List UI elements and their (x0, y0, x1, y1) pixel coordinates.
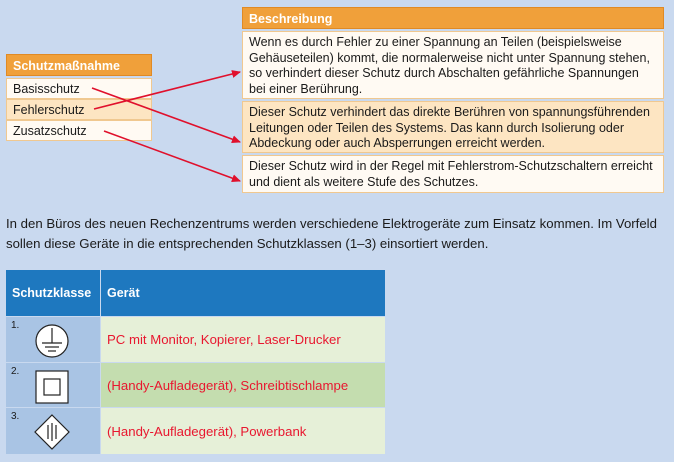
schutzmassnahme-header: Schutzmaßnahme (6, 54, 152, 76)
class-2-devices: (Handy-Aufladegerät), Schreibtischlampe (101, 363, 385, 407)
row-zusatzschutz: Zusatzschutz (6, 120, 152, 141)
class-1-devices: PC mit Monitor, Kopierer, Laser-Drucker (101, 317, 385, 362)
class-3-devices: (Handy-Aufladegerät), Powerbank (101, 408, 385, 454)
class-1-cell: 1. (6, 317, 100, 362)
task-paragraph: In den Büros des neuen Rechenzentrums we… (6, 216, 657, 251)
row-fehlerschutz: Fehlerschutz (6, 99, 152, 120)
protective-earth-icon (34, 323, 70, 359)
row-basisschutz: Basisschutz (6, 78, 152, 99)
description-basic-protection: Dieser Schutz verhindert das direkte Ber… (242, 101, 664, 153)
safety-extra-low-voltage-icon (34, 414, 70, 450)
description-fault-protection: Wenn es durch Fehler zu einer Spannung a… (242, 31, 664, 99)
class-2-cell: 2. (6, 363, 100, 407)
class-number: 1. (11, 320, 20, 331)
double-insulation-icon (34, 369, 70, 405)
description-additional-protection: Dieser Schutz wird in der Regel mit Fehl… (242, 155, 664, 193)
geraet-header: Gerät (101, 270, 385, 316)
class-number: 3. (11, 411, 20, 422)
class-3-cell: 3. (6, 408, 100, 454)
beschreibung-header: Beschreibung (242, 7, 664, 29)
schutzklasse-header: Schutzklasse (6, 270, 100, 316)
class-number: 2. (11, 366, 20, 377)
